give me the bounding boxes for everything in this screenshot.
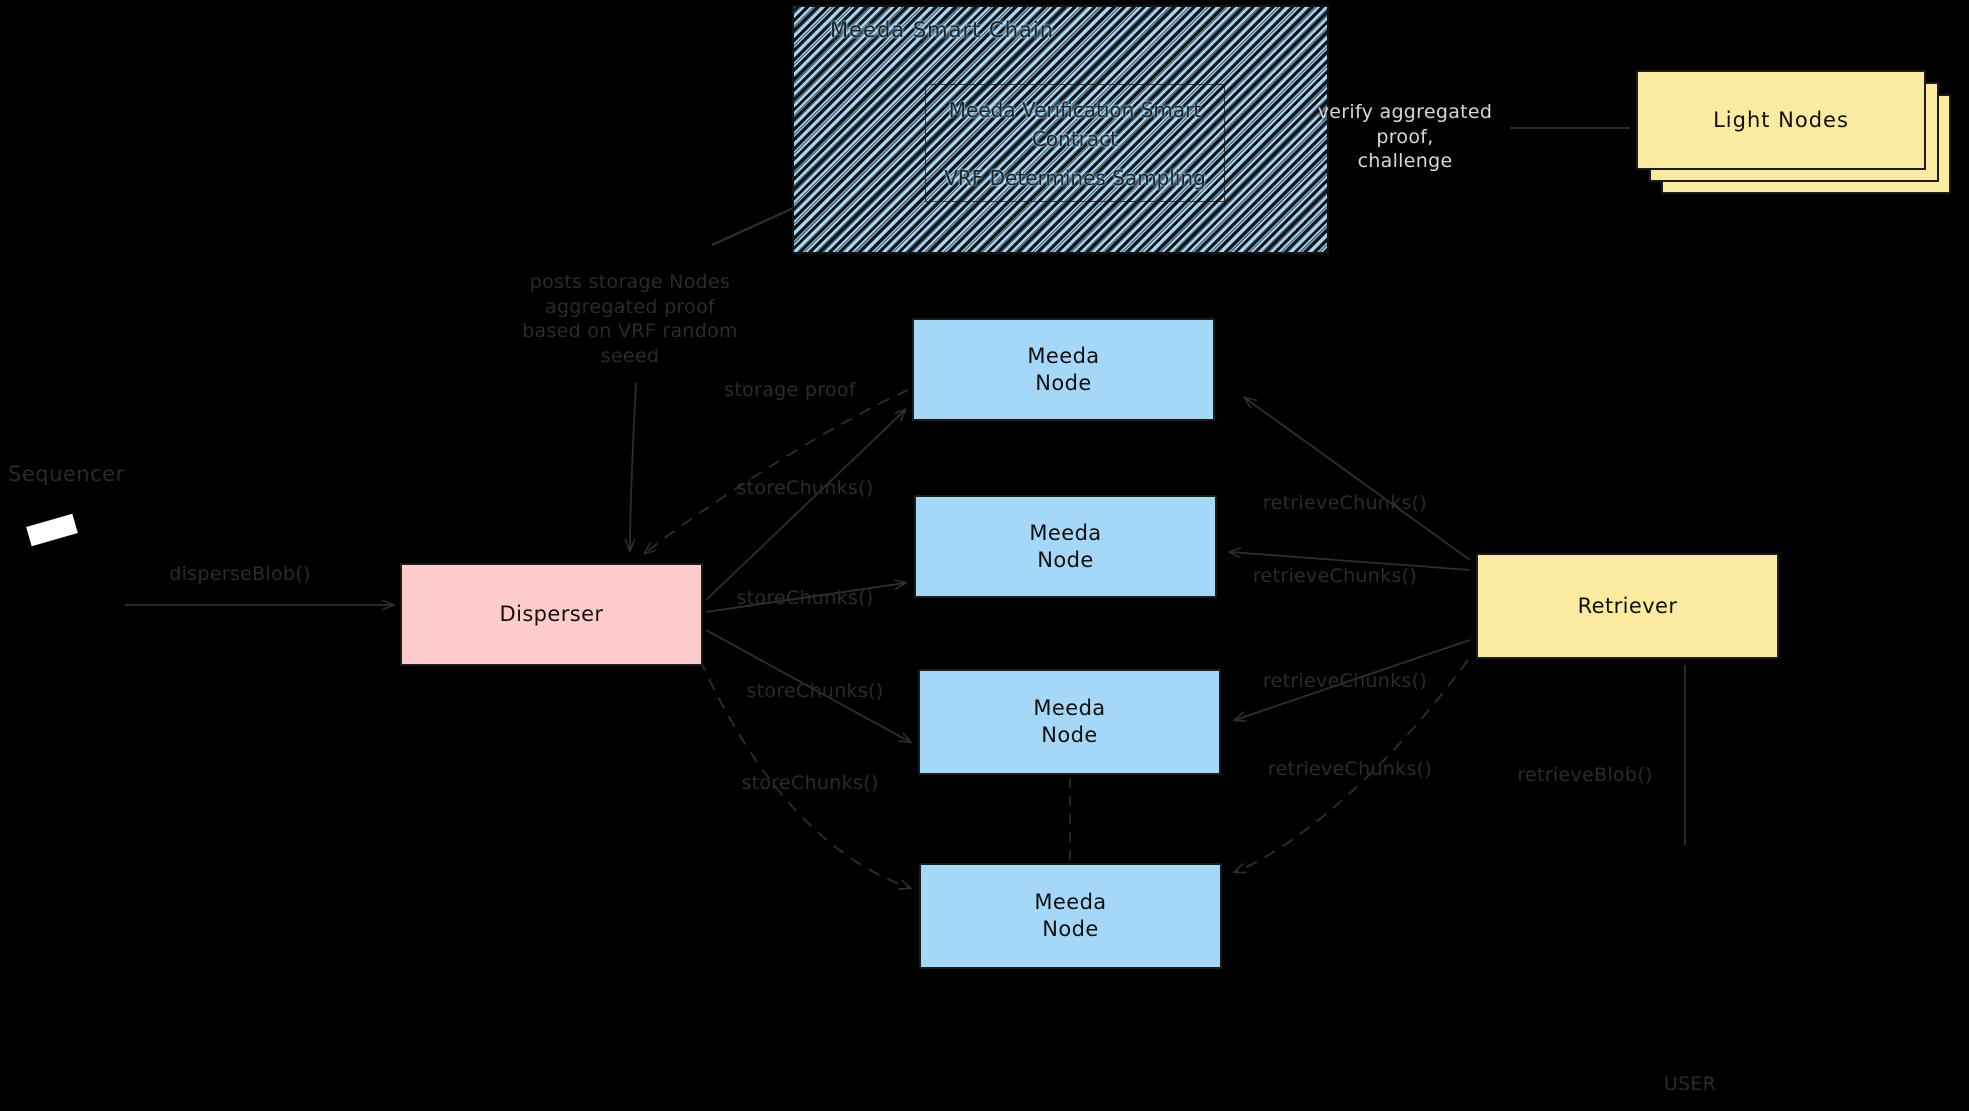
disperser-node[interactable]: Disperser [400, 563, 703, 666]
meeda-node-3[interactable]: Meeda Node [918, 669, 1221, 775]
edge-label-store-chunks-3: storeChunks() [746, 680, 884, 702]
edge-retrieve-chunks-2 [1230, 552, 1471, 571]
retriever-node[interactable]: Retriever [1476, 553, 1779, 659]
light-nodes-stack[interactable]: Light Nodes [1636, 70, 1966, 200]
sequencer-label: Sequencer [8, 462, 125, 486]
light-nodes-label: Light Nodes [1713, 108, 1849, 132]
edge-posts-proof [630, 382, 637, 550]
meeda-node-4[interactable]: Meeda Node [919, 863, 1222, 969]
edge-label-posts-storage-proof: posts storage Nodes aggregated proof bas… [522, 271, 738, 368]
edge-label-store-chunks-2: storeChunks() [736, 587, 874, 609]
edge-retrieve-chunks-1 [1245, 398, 1471, 561]
edge-label-retrieve-chunks-3: retrieveChunks() [1262, 670, 1428, 692]
meeda-node-2[interactable]: Meeda Node [914, 495, 1217, 598]
edge-store-chunks-3 [705, 629, 910, 742]
edge-store-chunks-2 [705, 583, 905, 613]
edge-label-storage-proof: storage proof [724, 379, 856, 401]
edge-label-disperse-blob: disperseBlob() [169, 563, 311, 585]
edge-label-store-chunks-4: storeChunks() [741, 772, 879, 794]
edge-label-retrieve-chunks-4: retrieveChunks() [1267, 758, 1433, 780]
edge-store-chunks-4 [699, 659, 910, 888]
meeda-smart-chain-title: Meeda Smart Chain [830, 18, 1055, 42]
edge-label-store-chunks-1: storeChunks() [736, 477, 874, 499]
verification-contract-label: Meeda Verification Smart Contract [948, 98, 1202, 151]
edge-label-retrieve-chunks-2: retrieveChunks() [1252, 565, 1418, 587]
edge-retrieve-chunks-4 [1235, 659, 1469, 872]
user-label: USER [1663, 1073, 1717, 1095]
edge-store-chunks-1 [705, 410, 905, 601]
meeda-smart-chain-region [792, 5, 1329, 254]
verification-contract-box [925, 84, 1225, 202]
light-nodes-sheet-front [1636, 70, 1926, 170]
meeda-node-1[interactable]: Meeda Node [912, 318, 1215, 421]
edge-chain-diagonal [711, 203, 801, 247]
edge-label-verify-aggregated-proof: verify aggregated proof, challenge [1317, 101, 1493, 173]
vrf-sampling-label: VRF Determines Sampling [944, 166, 1206, 190]
edge-storage-proof [645, 389, 909, 553]
edge-label-retrieve-chunks-1: retrieveChunks() [1262, 492, 1428, 514]
edge-retrieve-chunks-3 [1235, 639, 1471, 720]
edge-label-retrieve-blob: retrieveBlob() [1517, 764, 1653, 786]
